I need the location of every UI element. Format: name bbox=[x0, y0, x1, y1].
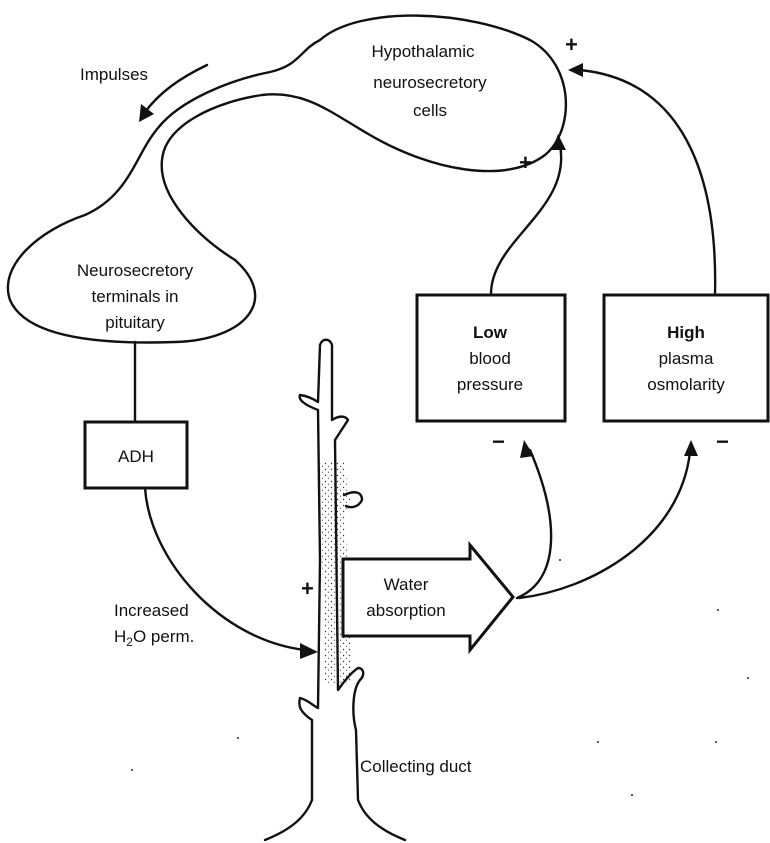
adh-box bbox=[83, 420, 189, 490]
terminals-label-3: pituitary bbox=[105, 313, 165, 332]
hypothalamic-label-3: cells bbox=[413, 101, 447, 120]
minus-sign-low: − bbox=[492, 429, 505, 454]
neuron-outline bbox=[6, 14, 568, 344]
plus-sign-mid: + bbox=[519, 150, 532, 175]
water-to-high-arrowhead bbox=[684, 440, 698, 456]
plus-sign-duct: + bbox=[301, 576, 314, 601]
adh-label: ADH bbox=[118, 447, 154, 466]
low-label-2: blood bbox=[469, 349, 511, 368]
speck bbox=[131, 769, 133, 771]
water-label-1: Water bbox=[384, 575, 429, 594]
water-to-low-arrowhead bbox=[520, 440, 534, 458]
high-plasma-osmolarity-box bbox=[602, 293, 770, 423]
increased-label-1: Increased bbox=[114, 601, 189, 620]
hypothalamic-label-1: Hypothalamic bbox=[372, 42, 475, 61]
low-to-hypothalamus-arrowhead bbox=[552, 134, 566, 150]
low-label-3: pressure bbox=[457, 375, 523, 394]
terminals-label-1: Neurosecretory bbox=[77, 261, 194, 280]
terminals-label-2: terminals in bbox=[92, 287, 179, 306]
water-to-high-arrow bbox=[517, 450, 692, 600]
speck bbox=[597, 741, 599, 743]
collecting-duct-outline bbox=[263, 338, 407, 842]
plus-sign-top: + bbox=[565, 32, 578, 57]
impulses-label: Impulses bbox=[80, 65, 148, 84]
high-to-hypothalamus-arrowhead bbox=[568, 63, 583, 77]
collecting-duct-label: Collecting duct bbox=[360, 757, 472, 776]
water-label-2: absorption bbox=[366, 601, 445, 620]
water-to-low-arrow bbox=[515, 448, 553, 600]
hypothalamic-label-2: neurosecretory bbox=[373, 73, 487, 92]
speck bbox=[559, 559, 561, 561]
minus-sign-high: − bbox=[716, 429, 729, 454]
low-label-1: Low bbox=[473, 323, 508, 342]
high-label-2: plasma bbox=[659, 349, 714, 368]
low-to-hypothalamus-arrow bbox=[489, 143, 563, 297]
high-label-1: High bbox=[667, 323, 705, 342]
adh-to-duct-arrow bbox=[143, 486, 307, 652]
speck bbox=[631, 794, 633, 796]
impulses-arrowhead bbox=[139, 104, 154, 122]
speck bbox=[237, 737, 239, 739]
impulses-arrow bbox=[143, 63, 209, 114]
duct-branch bbox=[342, 491, 364, 509]
increased-label-2: H2O perm. bbox=[114, 627, 194, 649]
speck bbox=[747, 677, 749, 679]
high-to-hypothalamus-arrow bbox=[578, 68, 717, 297]
speck bbox=[715, 741, 717, 743]
water-absorption-arrow bbox=[341, 540, 515, 655]
speck bbox=[717, 609, 719, 611]
high-label-3: osmolarity bbox=[647, 375, 725, 394]
adh-to-duct-arrowhead bbox=[300, 643, 318, 659]
